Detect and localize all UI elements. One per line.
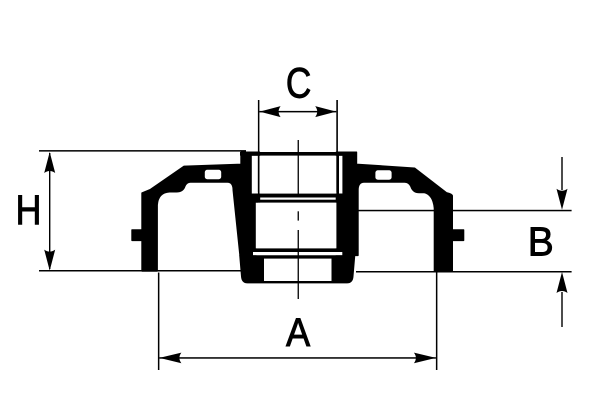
svg-text:A: A <box>286 311 311 355</box>
svg-text:C: C <box>286 60 312 107</box>
svg-text:B: B <box>528 218 554 264</box>
svg-text:H: H <box>16 186 42 233</box>
